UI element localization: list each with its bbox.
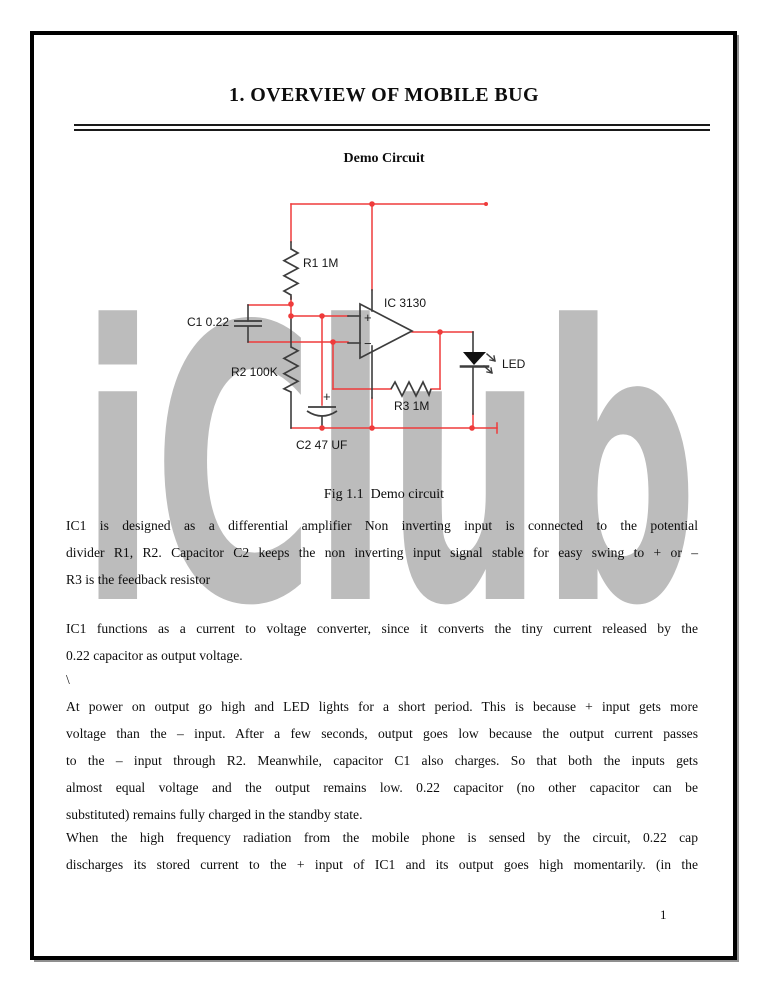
label-r2: R2 100K [231,365,278,379]
section-subtitle: Demo Circuit [343,151,425,166]
opamp-noninverting-sign: + [364,310,372,325]
paragraph-1: IC1 is designed as a differential amplif… [66,512,698,593]
paragraph-4: When the high frequency radiation from t… [66,824,698,878]
resistor-r2 [282,346,300,393]
opamp-inverting-sign: − [364,336,372,351]
label-r1: R1 1M [303,256,339,270]
body-text-line: discharges its stored current to the + i… [66,857,698,872]
paragraph-3: At power on output go high and LED light… [66,693,698,828]
stray-character-line: \ [66,666,698,693]
body-text-line: IC1 is designed as a differential amplif… [66,518,698,533]
page-border-frame [30,31,737,960]
resistor-r3 [390,380,432,398]
component-leads [247,241,474,429]
capacitor-c2: + [306,389,338,417]
figure-caption: Fig 1.1 Demo circuit [323,487,445,502]
label-ic: IC 3130 [384,296,427,310]
title-divider [74,124,710,131]
body-text-line: to the – input through R2. Meanwhile, ca… [66,753,698,768]
paragraph-2: IC1 functions as a current to voltage co… [66,615,698,669]
body-text-line: When the high frequency radiation from t… [66,830,698,845]
page-number: 1 [660,907,667,922]
watermark: iClub [80,246,698,689]
label-c2: C2 47 UF [296,438,348,452]
junction-dots [288,201,488,431]
body-text-line: IC1 functions as a current to voltage co… [66,621,698,636]
body-text-line: almost equal voltage and the output rema… [66,780,698,795]
page-title: 1. OVERVIEW OF MOBILE BUG [229,84,539,106]
c2-polarity-sign: + [323,389,331,404]
label-led: LED [502,357,526,371]
body-text-line: At power on output go high and LED light… [66,699,698,714]
capacitor-c1 [234,320,262,327]
body-text-line: voltage than the – input. After a few se… [66,726,698,741]
body-text-line: divider R1, R2. Capacitor C2 keeps the n… [66,545,698,560]
led-symbol [459,352,496,374]
resistor-r1 [282,248,300,296]
body-text-line: \ [66,672,70,687]
label-c1: C1 0.22 [187,315,230,329]
body-text-line: R3 is the feedback resistor [66,572,211,587]
body-text-line: 0.22 capacitor as output voltage. [66,648,243,663]
label-r3: R3 1M [394,399,430,413]
opamp-ic1: + − [359,302,414,360]
body-text-line: substituted) remains fully charged in th… [66,807,363,822]
